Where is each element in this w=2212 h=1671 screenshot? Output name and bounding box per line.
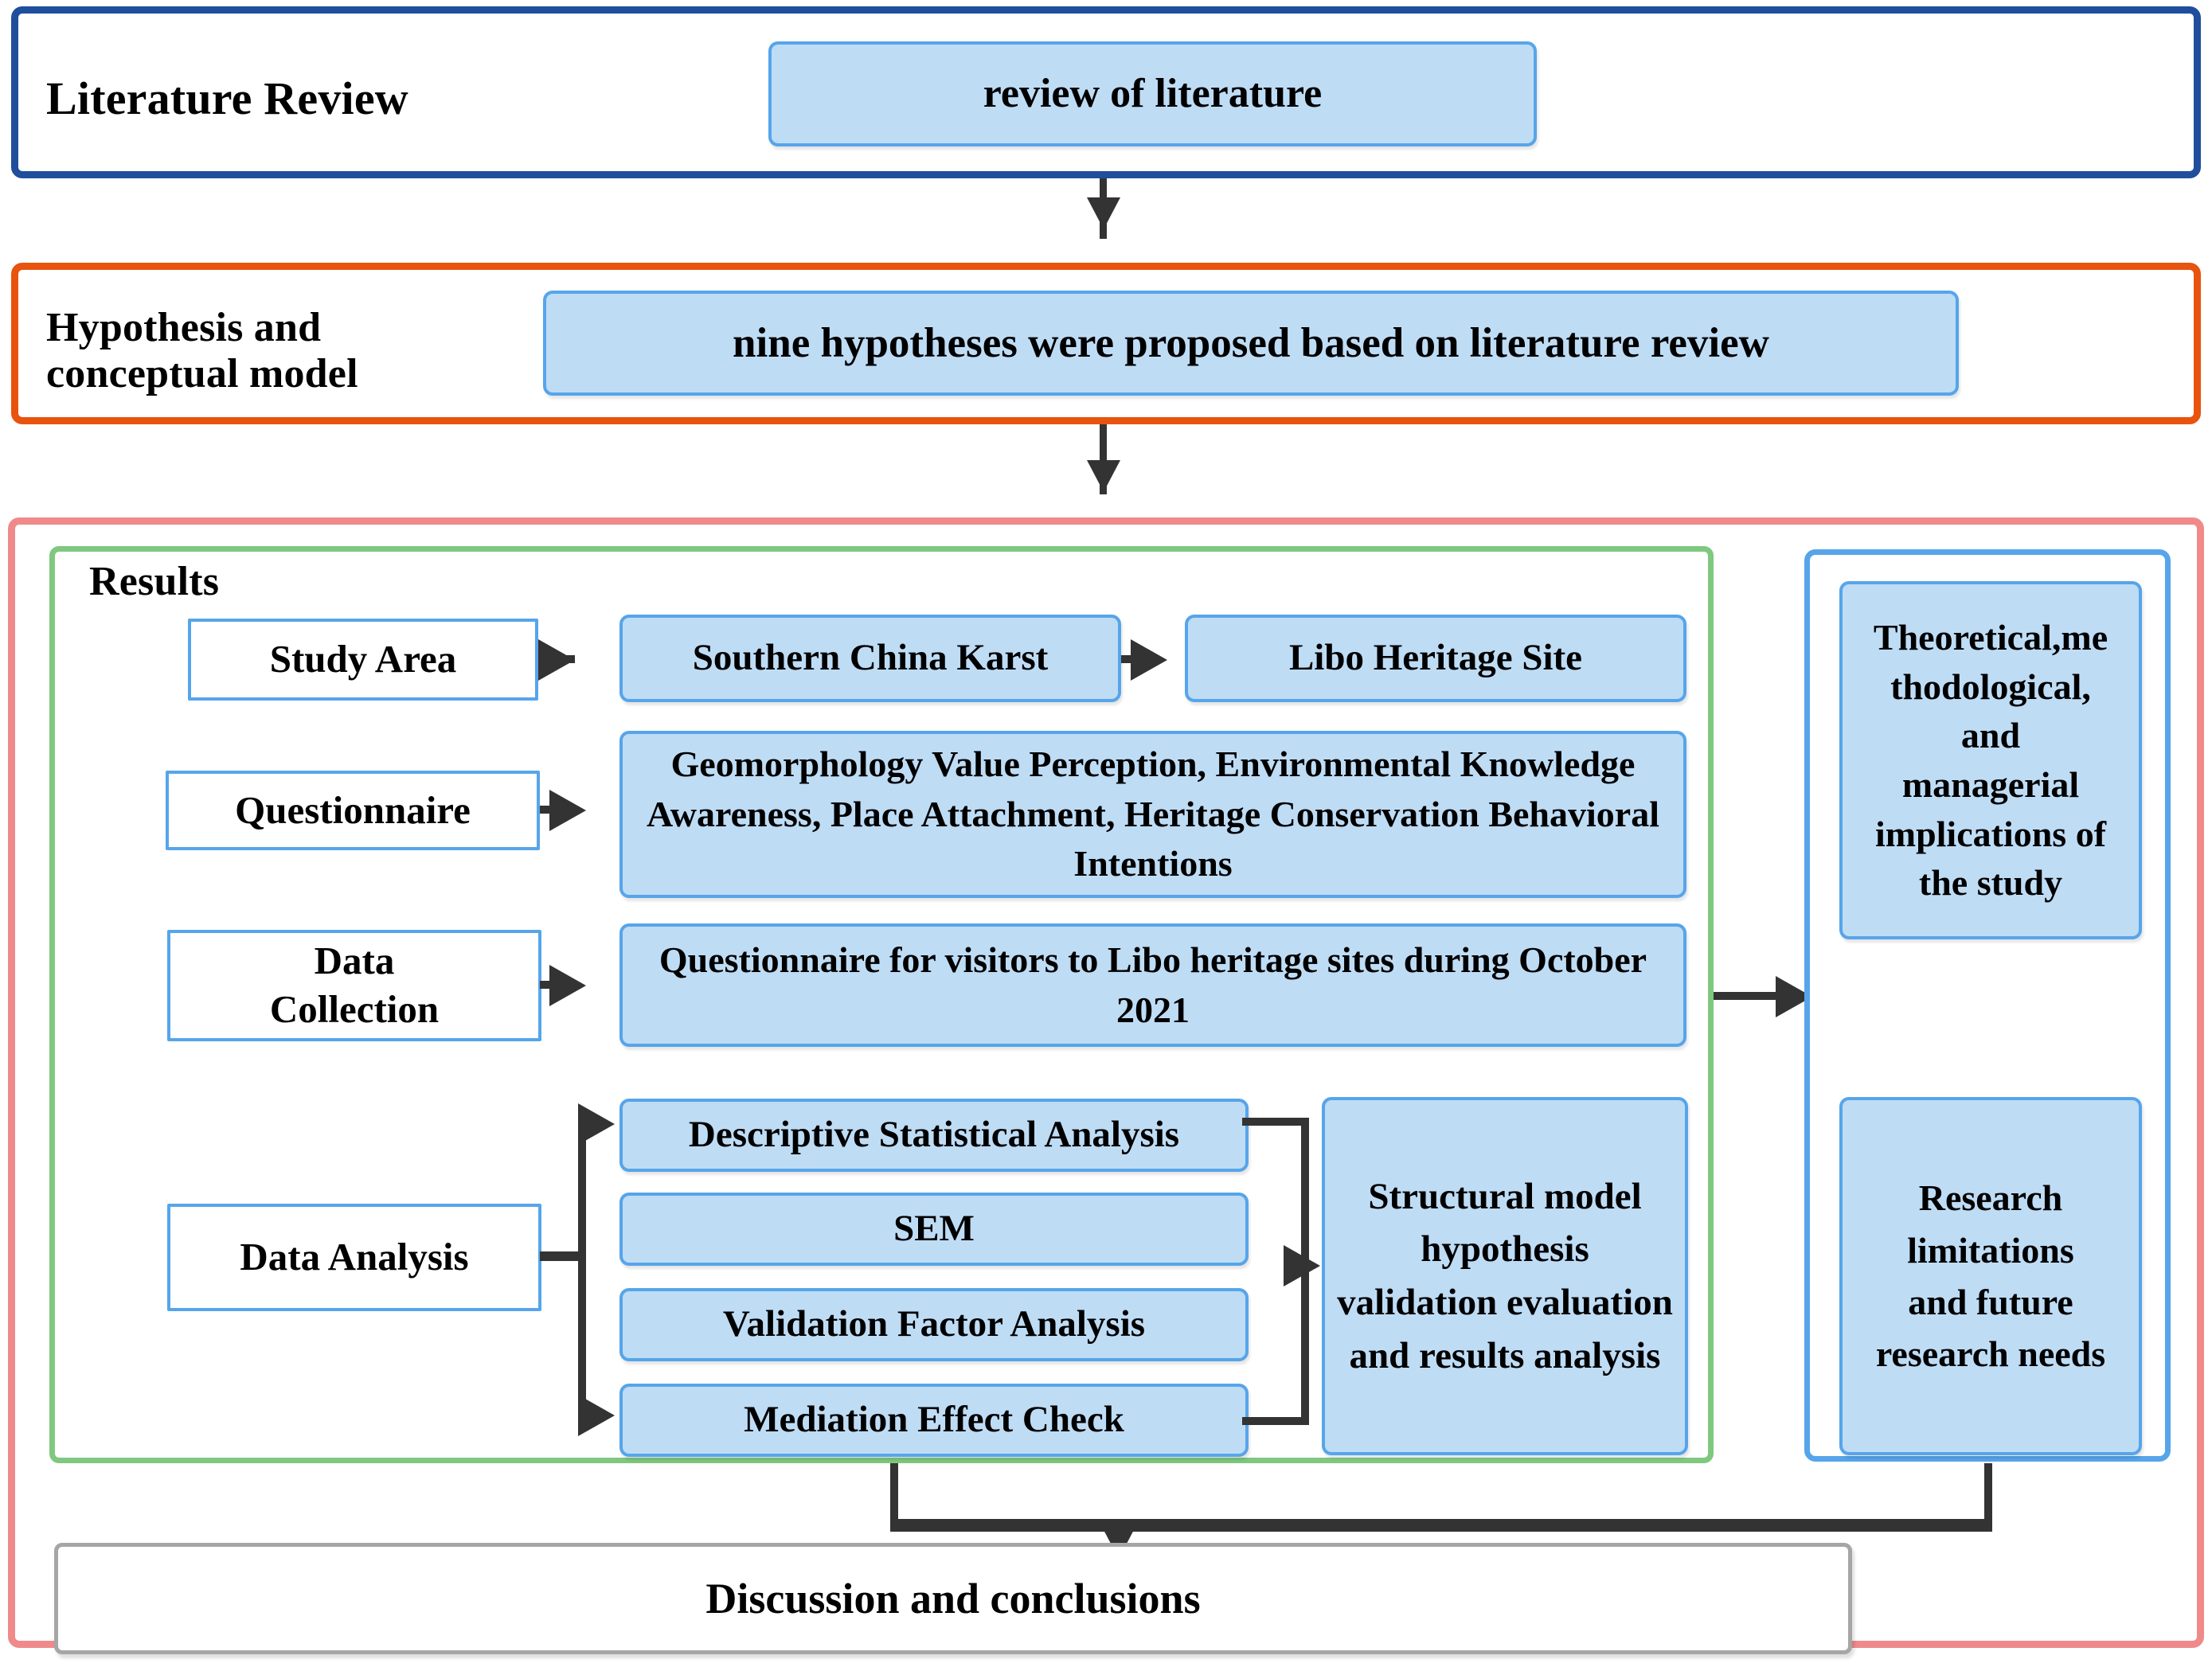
node-discussion-and-conclusions: Discussion and conclusions [54,1543,1852,1654]
node-research-limitations: Research limitations and future research… [1839,1097,2142,1455]
label-questionnaire: Questionnaire [166,771,540,850]
connector-data-analysis-stem [540,1251,584,1261]
node-questionnaire-constructs: Geomorphology Value Perception, Environm… [619,731,1686,898]
connector-data-collection-stem [540,981,559,989]
connector-questionnaire-stem [540,806,559,814]
connector-analysis-collect-top [1242,1118,1309,1126]
connector-merge-stem [1112,1519,1120,1540]
node-sem: SEM [619,1193,1249,1266]
connector-libo-stem [1121,655,1145,663]
node-review-of-literature: review of literature [768,41,1537,146]
label-data-analysis: Data Analysis [167,1204,541,1311]
arrow-down-icon-hypothesis-results [1087,460,1120,492]
node-libo-heritage-site: Libo Heritage Site [1185,615,1686,702]
connector-study-area-stem [538,655,575,663]
literature-review-stage-label: Literature Review [46,72,408,124]
arrow-right-icon-mediation [578,1395,615,1436]
node-structural-model-validation: Structural model hypothesis validation e… [1322,1097,1688,1455]
connector-merge-bar [890,1519,1992,1532]
node-descriptive-statistical-analysis: Descriptive Statistical Analysis [619,1099,1249,1172]
node-nine-hypotheses: nine hypotheses were proposed based on l… [543,291,1959,396]
results-stage-label: Results [89,559,220,604]
connector-data-analysis-spine [578,1124,586,1425]
hypothesis-stage-label: Hypothesis and conceptual model [46,305,358,397]
node-validation-factor-analysis: Validation Factor Analysis [619,1288,1249,1361]
node-southern-china-karst: Southern China Karst [619,615,1121,702]
label-study-area: Study Area [188,619,538,701]
node-theoretical-implications: Theoretical,me thodological, and manager… [1839,581,2142,939]
node-data-collection-detail: Questionnaire for visitors to Libo herit… [619,923,1686,1047]
connector-analysis-collect-bottom [1242,1417,1309,1425]
node-mediation-effect-check: Mediation Effect Check [619,1384,1249,1457]
arrow-down-icon-literature-hypothesis [1087,197,1120,229]
label-data-collection: Data Collection [167,930,541,1041]
connector-hypothesis-to-results [1100,424,1107,494]
connector-implications-down [1984,1463,1992,1527]
literature-review-stage [11,6,2201,178]
connector-results-to-implications [1714,992,1793,1000]
arrow-right-icon-descriptive [578,1103,615,1145]
arrow-right-icon-structural-model [1284,1245,1320,1286]
connector-results-down [890,1463,898,1527]
